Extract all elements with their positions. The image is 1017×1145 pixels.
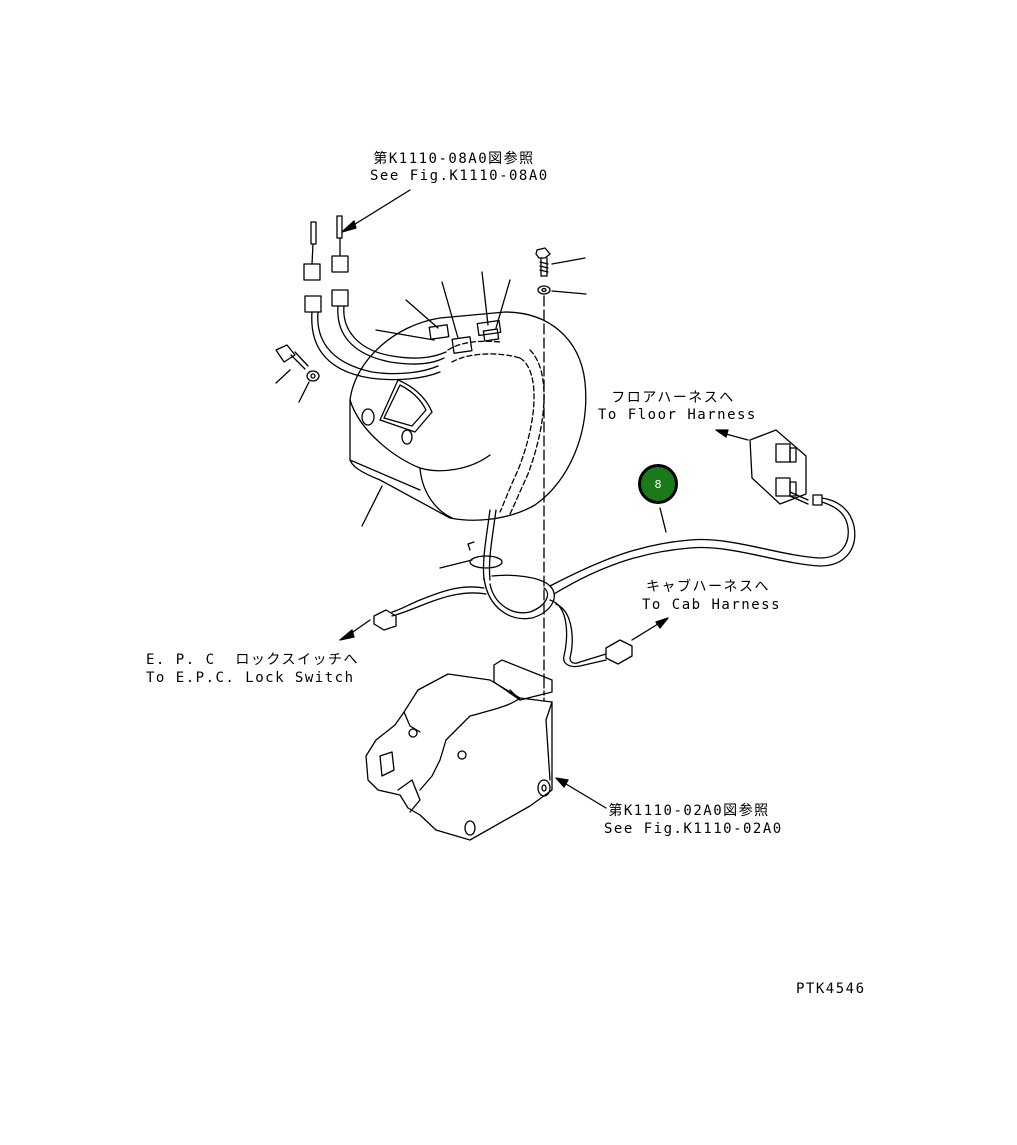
bolt-left xyxy=(275,344,320,403)
epc-label-en: To E.P.C. Lock Switch xyxy=(146,670,355,686)
floor-harness-label-en: To Floor Harness xyxy=(598,407,757,423)
top-ref-label-en: See Fig.K1110-08A0 xyxy=(370,168,549,184)
console-switches xyxy=(375,271,511,354)
top-ref-label-jp: 第K1110-08A0図参照 xyxy=(373,151,535,167)
cab-connector xyxy=(605,617,669,665)
bottom-ref-label-jp: 第K1110-02A0図参照 xyxy=(608,803,770,819)
cab-harness-label-jp: キャブハーネスへ xyxy=(646,579,770,595)
epc-label-jp: E. P. C ロックスイッチへ xyxy=(146,652,359,668)
main-harness xyxy=(391,491,856,668)
top-ref-leader xyxy=(341,189,411,233)
cab-harness-label-en: To Cab Harness xyxy=(642,597,782,613)
floor-connectors xyxy=(715,429,807,505)
epc-connector xyxy=(339,609,397,641)
floor-harness-label-jp: フロアハーネスへ xyxy=(611,390,735,406)
mounting-bracket xyxy=(365,659,607,841)
part-callout-8[interactable]: 8 xyxy=(638,464,678,504)
screw-top-right xyxy=(535,247,587,685)
bottom-ref-label-en: See Fig.K1110-02A0 xyxy=(604,821,783,837)
terminals-top xyxy=(303,215,349,281)
drawing-code: PTK4546 xyxy=(796,981,866,997)
connectors-with-leads xyxy=(304,289,447,381)
console-box xyxy=(349,311,587,527)
